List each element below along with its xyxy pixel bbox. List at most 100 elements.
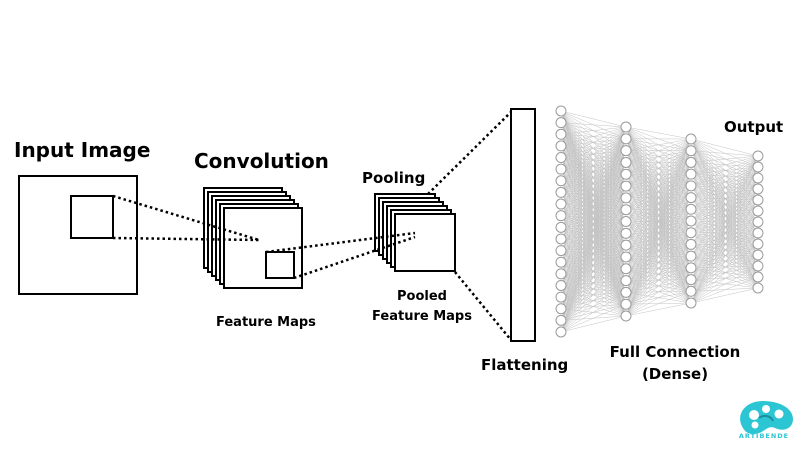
dense-edge <box>690 173 759 256</box>
pooled-feature-maps-label: Pooled Feature Maps <box>368 287 476 327</box>
neuron <box>620 216 632 227</box>
full-connection-label: Full Connection (Dense) <box>600 341 750 385</box>
dense-edge <box>690 188 759 233</box>
dense-edge <box>690 232 759 304</box>
dense-edge <box>690 255 759 278</box>
output-neuron <box>752 172 764 184</box>
dense-edge <box>690 254 759 269</box>
dense-edge <box>560 126 627 286</box>
output-neuron <box>752 249 764 261</box>
dense-edge <box>690 177 759 304</box>
neuron <box>555 186 567 198</box>
dense-edge <box>690 221 759 233</box>
logo-text: ARTIBENDE <box>738 432 790 440</box>
dense-edge <box>690 155 759 280</box>
neuron <box>555 326 567 338</box>
neuron <box>685 192 697 204</box>
dense-edge <box>690 220 759 289</box>
dense-edge <box>625 267 692 317</box>
dense-edge <box>690 232 759 289</box>
dense-edge <box>690 232 759 267</box>
neuron <box>555 221 567 233</box>
dense-edge <box>690 221 759 304</box>
neuron <box>685 215 697 227</box>
connector-input-to-conv-bottom <box>112 236 260 242</box>
pooled-label-line1: Pooled <box>397 289 447 304</box>
dense-edge <box>690 243 759 304</box>
connector-pool-to-flat-bottom <box>454 271 512 341</box>
dense-edge <box>690 155 759 187</box>
dense-edge <box>560 126 627 158</box>
dense-edge <box>690 232 759 278</box>
dense-edge <box>690 150 759 234</box>
connector-conv-to-pool-bottom <box>293 235 416 280</box>
input-image <box>18 175 138 295</box>
dense-edge <box>690 138 759 179</box>
dense-edge <box>690 150 759 212</box>
output-neuron <box>752 238 764 250</box>
dense-edge <box>560 110 627 128</box>
dense-edge <box>560 126 627 135</box>
dense-edge <box>690 173 759 245</box>
dense-edge <box>690 199 759 245</box>
dense-edge <box>690 243 759 280</box>
dense-edge <box>625 197 692 317</box>
dense-edge <box>625 138 692 281</box>
dense-edge <box>625 174 692 317</box>
dense-edge <box>690 254 759 280</box>
dense-edge <box>690 138 759 168</box>
dense-edge <box>690 244 759 278</box>
neuron <box>555 152 567 164</box>
dense-edge <box>625 255 692 317</box>
dense-edge <box>625 138 692 234</box>
neuron <box>685 238 697 250</box>
dense-edge <box>690 155 759 245</box>
dense-edge <box>625 138 692 258</box>
dense-edge <box>690 173 759 201</box>
neuron <box>555 245 567 257</box>
dense-edge <box>560 126 627 251</box>
neuron <box>620 133 632 145</box>
dense-edge <box>690 197 759 267</box>
dense-edge <box>690 162 759 245</box>
dense-edge <box>690 276 759 280</box>
dense-edge <box>625 138 692 222</box>
dense-edge <box>690 199 759 304</box>
pooled-label-line2: Feature Maps <box>372 309 472 324</box>
dense-edge <box>560 174 627 333</box>
neuron <box>555 256 567 268</box>
dense-edge <box>690 155 759 175</box>
dense-edge <box>690 150 759 201</box>
dense-edge <box>560 268 627 333</box>
dense-edge <box>690 220 759 267</box>
output-neuron <box>752 183 764 195</box>
dense-edge <box>625 185 692 317</box>
dense-edge <box>690 150 759 179</box>
dense-edge <box>690 197 759 234</box>
dense-edge <box>690 162 759 201</box>
dense-edge <box>690 166 759 210</box>
neuron <box>685 180 697 192</box>
output-neuron <box>752 282 764 294</box>
dense-edge <box>690 197 759 223</box>
dense-edge <box>560 221 627 333</box>
dense-edge <box>690 244 759 289</box>
dense-edge <box>690 276 759 292</box>
output-neuron <box>752 194 764 206</box>
dense-edge <box>625 162 692 317</box>
neuron <box>555 210 567 222</box>
dense-edge <box>690 150 759 223</box>
dense-edge <box>690 177 759 222</box>
neuron <box>620 227 632 239</box>
neuron <box>620 298 632 310</box>
neuron <box>620 145 632 157</box>
dense-edge <box>690 255 759 267</box>
dense-edge <box>690 221 759 257</box>
dense-edge <box>690 197 759 212</box>
dense-edge <box>625 138 692 305</box>
dense-edge <box>625 138 692 163</box>
dense-edge <box>690 173 759 212</box>
dense-edge <box>690 173 759 179</box>
dense-edge <box>690 185 759 190</box>
dense-edge <box>690 265 759 280</box>
